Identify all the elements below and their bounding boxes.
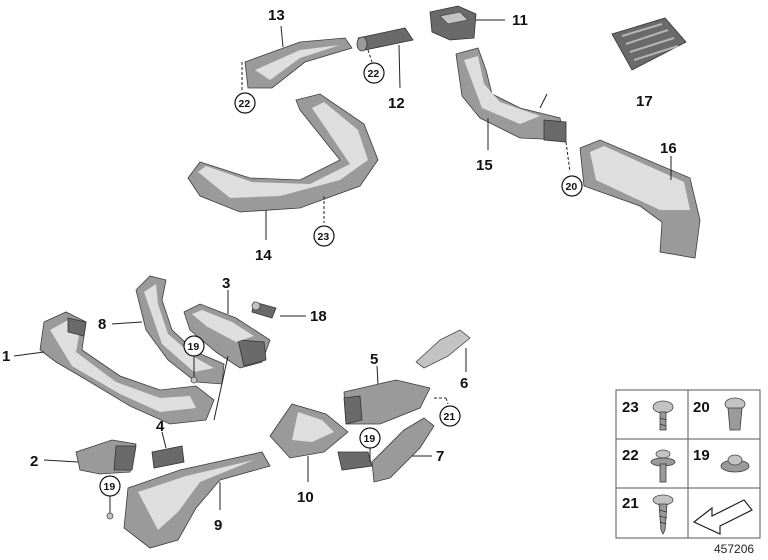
part-16-duct[interactable]	[579, 139, 701, 259]
legend-item-19[interactable]: 19	[693, 447, 750, 473]
callout-23[interactable]: 23	[313, 225, 335, 247]
legend-item-23[interactable]: 23	[622, 399, 674, 431]
label-9: 9	[214, 517, 222, 534]
label-7: 7	[436, 448, 444, 465]
svg-text:20: 20	[693, 399, 710, 416]
callout-19-a[interactable]: 19	[183, 335, 205, 357]
svg-text:19: 19	[364, 433, 376, 445]
part-10-duct[interactable]	[269, 403, 349, 459]
part-17-grille[interactable]	[611, 17, 687, 71]
svg-text:22: 22	[622, 447, 639, 464]
callout-19-b[interactable]: 19	[99, 475, 121, 497]
part-6-duct[interactable]	[415, 329, 471, 369]
label-1: 1	[2, 348, 10, 365]
part-1-duct[interactable]	[39, 311, 215, 425]
svg-text:21: 21	[622, 495, 639, 512]
label-4: 4	[156, 418, 165, 435]
svg-text:23: 23	[622, 399, 639, 416]
legend-item-20[interactable]: 20	[693, 397, 746, 431]
label-5: 5	[370, 351, 378, 368]
label-17: 17	[636, 93, 653, 110]
legend-item-22[interactable]: 22	[622, 447, 676, 483]
label-11: 11	[512, 12, 528, 29]
label-18: 18	[310, 308, 327, 325]
svg-text:21: 21	[444, 411, 456, 423]
label-16: 16	[660, 140, 677, 157]
label-10: 10	[297, 489, 314, 506]
legend-item-21[interactable]: 21	[622, 494, 674, 535]
label-3: 3	[222, 275, 230, 292]
part-13-duct[interactable]	[244, 37, 353, 89]
part-11-vent[interactable]	[429, 5, 477, 41]
part-2-outlet[interactable]	[75, 439, 137, 475]
fastener-legend: 23 20 22 19 21	[615, 389, 761, 539]
label-15: 15	[476, 157, 493, 174]
part-12-connector[interactable]	[356, 27, 414, 52]
part-15-duct[interactable]	[455, 47, 567, 143]
svg-text:19: 19	[693, 447, 710, 464]
callout-19-c[interactable]: 19	[359, 427, 381, 449]
callout-22-a[interactable]: 22	[234, 92, 256, 114]
direction-arrow-icon	[692, 499, 753, 535]
label-13: 13	[268, 7, 285, 24]
part-8-duct[interactable]	[135, 275, 225, 385]
part-18-sensor[interactable]	[251, 301, 277, 319]
callout-22-b[interactable]: 22	[363, 62, 385, 84]
part-14-duct[interactable]	[187, 93, 379, 213]
label-6: 6	[460, 375, 468, 392]
svg-text:20: 20	[566, 181, 578, 193]
svg-text:22: 22	[368, 68, 380, 80]
part-4-bracket[interactable]	[151, 445, 185, 469]
part-9-duct[interactable]	[123, 451, 271, 549]
part-7-duct[interactable]	[337, 417, 435, 483]
svg-text:19: 19	[188, 341, 200, 353]
label-2: 2	[30, 453, 38, 470]
part-5-duct[interactable]	[343, 379, 431, 425]
label-8: 8	[98, 316, 106, 333]
svg-text:22: 22	[239, 98, 251, 110]
label-12: 12	[388, 95, 405, 112]
callout-20[interactable]: 20	[561, 175, 583, 197]
svg-text:23: 23	[318, 231, 330, 243]
svg-text:19: 19	[104, 481, 116, 493]
callout-21[interactable]: 21	[439, 405, 461, 427]
label-14: 14	[255, 247, 272, 264]
document-number: 457206	[714, 542, 754, 556]
